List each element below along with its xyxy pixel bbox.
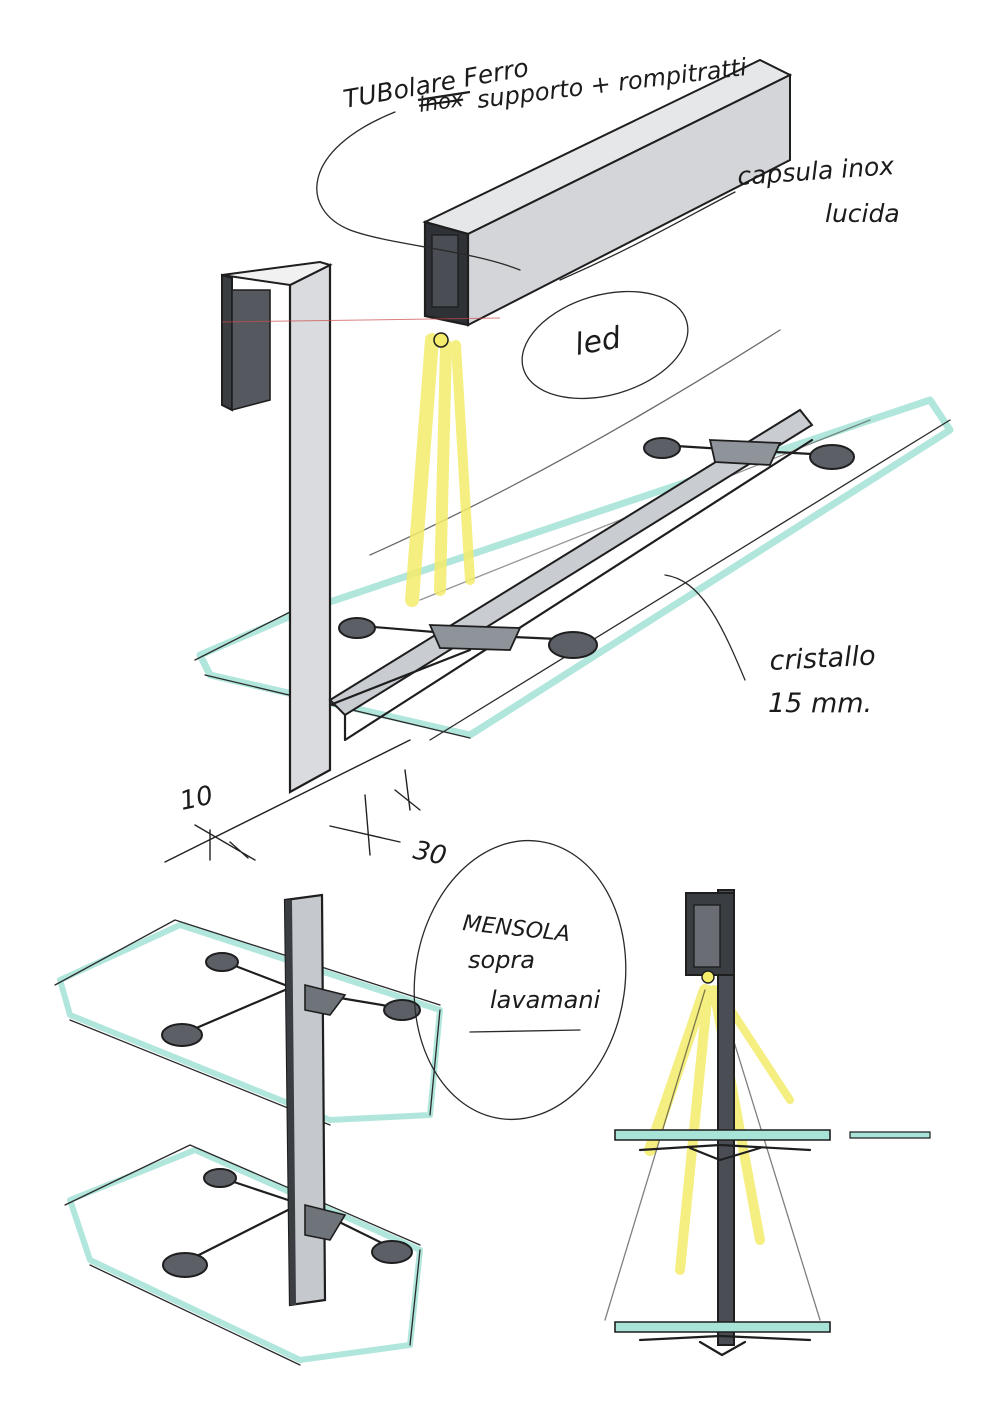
- note-capsula-line2: lucida: [825, 199, 900, 228]
- note-mensola-line3: lavamani: [490, 986, 601, 1014]
- spider-clamp-front: [328, 617, 598, 707]
- upper-sketch: [164, 58, 954, 863]
- dimension-marks: [164, 739, 421, 863]
- spider-clamp-back: [643, 437, 855, 470]
- led-callout-circle: [521, 290, 689, 400]
- note-cristallo-line1: cristallo: [769, 640, 877, 677]
- note-tubolare-struck: inox: [417, 87, 465, 117]
- vertical-profile-elevation: [717, 889, 735, 1346]
- dimension-label-10: 10: [177, 781, 216, 817]
- note-mensola-line2: sopra: [468, 946, 535, 974]
- mensola-callout-circle: [413, 839, 627, 1121]
- led-light-beam-upper: [405, 333, 475, 607]
- dimension-label-30: 30: [411, 836, 450, 872]
- glass-shelf-top: [57, 922, 443, 1123]
- vertical-profile-top: [221, 260, 333, 287]
- spider-clamp-lower-bottom: [162, 1168, 413, 1278]
- leader-capsula: [559, 191, 736, 281]
- glass-shelf-elevation-top: [614, 1129, 831, 1141]
- note-cristallo-line2: 15 mm.: [768, 688, 872, 719]
- vertical-profile-front: [288, 263, 332, 794]
- lower-right-sketch: [604, 889, 931, 1357]
- leader-tubolare: [316, 111, 521, 271]
- spider-clamp-lower-top: [161, 952, 421, 1047]
- lower-left-sketch: [54, 839, 627, 1366]
- leader-cristallo: [664, 574, 746, 681]
- vertical-profile-hook: [221, 273, 233, 412]
- led-icon: [433, 332, 449, 348]
- note-mensola-line1: MENSOLA: [461, 911, 571, 947]
- note-led: led: [572, 320, 624, 363]
- glass-shelf-elevation-bottom: [614, 1321, 831, 1333]
- led-icon-elevation: [701, 970, 715, 984]
- glass-shelf-bottom: [67, 1147, 423, 1363]
